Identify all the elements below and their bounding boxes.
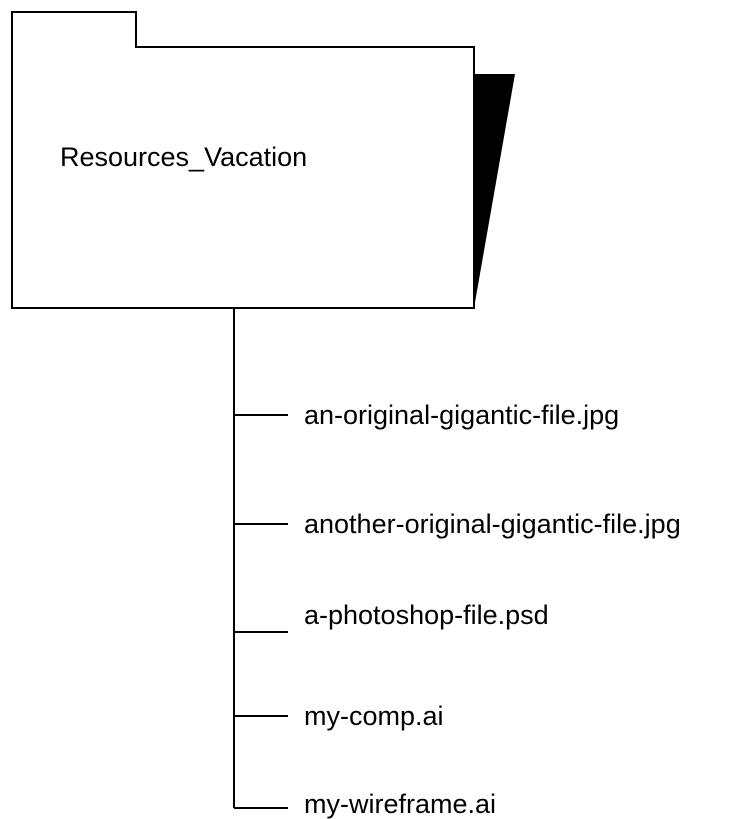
file-name[interactable]: another-original-gigantic-file.jpg [304,509,681,539]
tree-item[interactable]: my-comp.ai [234,701,444,731]
file-name[interactable]: a-photoshop-file.psd [304,600,549,630]
folder-name: Resources_Vacation [60,142,307,172]
file-name[interactable]: my-comp.ai [304,701,444,731]
file-name[interactable]: an-original-gigantic-file.jpg [304,400,619,430]
tree-item[interactable]: another-original-gigantic-file.jpg [234,509,681,539]
tree-item[interactable]: my-wireframe.ai [234,789,496,819]
folder-depth-shadow [474,74,515,308]
folder-icon [11,11,475,309]
tree-item[interactable]: an-original-gigantic-file.jpg [234,400,619,430]
file-name[interactable]: my-wireframe.ai [304,789,496,819]
tree-item[interactable]: a-photoshop-file.psd [234,600,549,633]
